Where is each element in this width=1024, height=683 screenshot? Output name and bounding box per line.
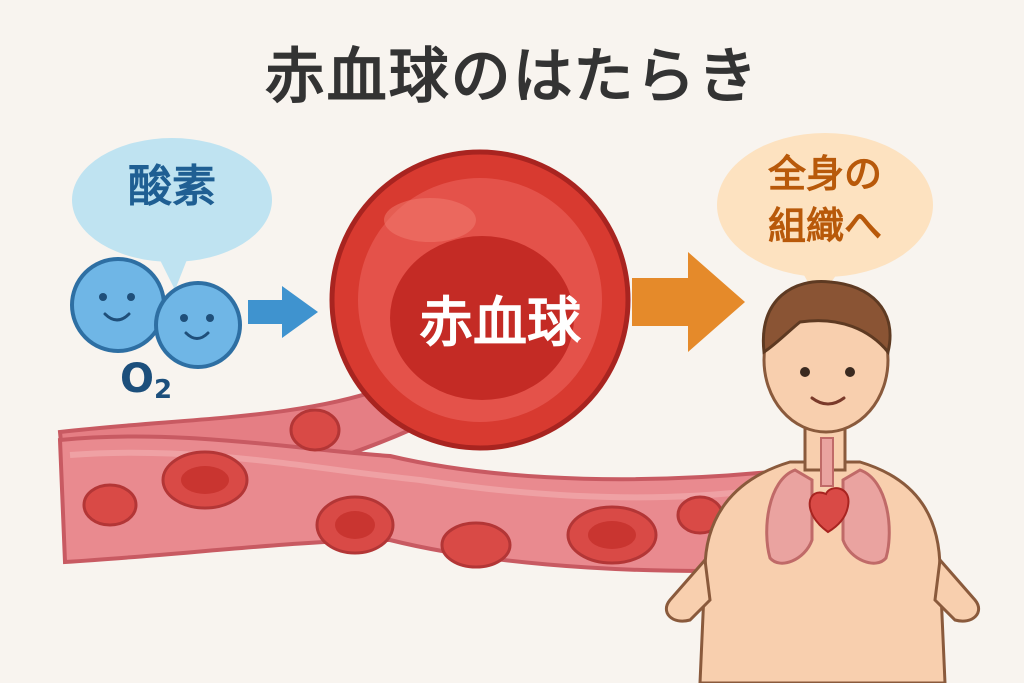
lungs-icon (765, 437, 891, 565)
person-icon (664, 280, 981, 683)
page-title: 赤血球のはたらき (264, 42, 760, 112)
tissue-bubble-line1: 全身の (767, 152, 882, 196)
o2-label-sub: 2 (153, 375, 173, 405)
oxygen-bubble-label: 酸素 (128, 161, 216, 212)
o2-label: O2 (96, 356, 196, 405)
orange-arrow-icon (632, 252, 745, 352)
o2-label-main: O (119, 356, 154, 402)
tissue-bubble-label: 全身の 組織へ (715, 148, 935, 252)
red-blood-cell-icon (329, 149, 631, 451)
blood-vessel-icon (57, 383, 772, 573)
red-blood-cell-label: 赤血球 (419, 291, 581, 354)
blue-arrow-icon (248, 286, 318, 338)
tissue-bubble-line2: 組織へ (767, 204, 882, 248)
heart-icon (808, 487, 850, 534)
oxygen-molecule-icon (70, 257, 242, 369)
oxygen-bubble (72, 138, 272, 290)
